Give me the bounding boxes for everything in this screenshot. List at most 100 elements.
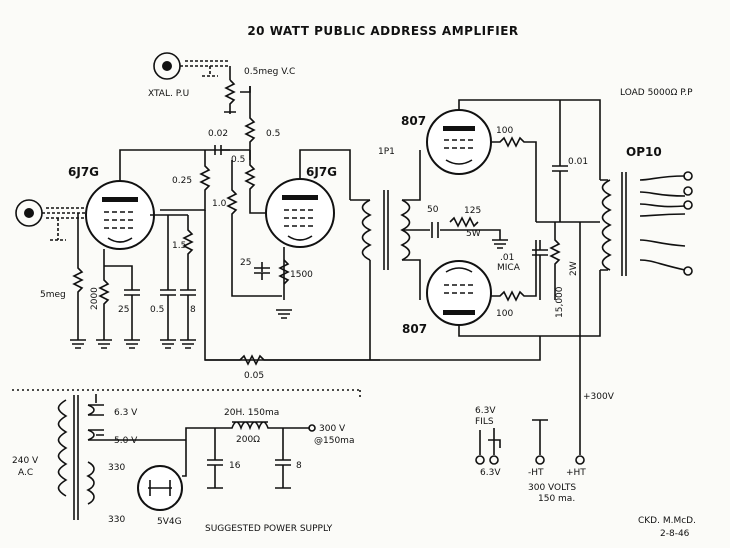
v2-grid-resistor xyxy=(226,160,282,297)
load-label: LOAD 5000Ω P.P xyxy=(620,88,693,98)
v1-cathode-cap xyxy=(104,265,140,349)
interstage-label: 1P1 xyxy=(378,147,395,157)
v2-grid-resistor-b-label: 0.5 xyxy=(231,155,245,165)
power-supply-caption: SUGGESTED POWER SUPPLY xyxy=(205,524,333,534)
rectifier-label: 5V4G xyxy=(157,517,182,527)
mica-cap xyxy=(532,221,600,300)
screen-resistor-top-label: 100 xyxy=(496,126,513,136)
coupling-cap xyxy=(214,145,250,155)
bias-resistor-watt: 5W xyxy=(466,229,481,239)
v1-label: 6J7G xyxy=(68,165,99,179)
v1-screen-resistor-label: 1.5 xyxy=(172,241,186,251)
rectifier-output xyxy=(104,427,220,477)
series-resistor-label: 0.5 xyxy=(266,129,280,139)
plus-ht-label: +HT xyxy=(566,468,586,478)
supply-output-label: 300 V xyxy=(319,424,346,434)
feedback-resistor-15000 xyxy=(549,222,561,300)
volume-control-pot xyxy=(224,66,236,114)
tube-v2 xyxy=(265,178,335,248)
v1-grid-leak-label: 5meg xyxy=(40,290,66,300)
mica-cap-label-2: MICA xyxy=(497,263,521,273)
v1-cathode-resistor xyxy=(96,249,112,349)
resistor-15000-watt: 2W xyxy=(569,261,579,276)
v1-plate-wire xyxy=(119,149,230,181)
fil-terminal-2 xyxy=(489,455,499,465)
supply-output-terminal xyxy=(308,424,316,432)
ht-current-label: 150 ma. xyxy=(538,494,575,504)
vc-wiper xyxy=(240,86,251,93)
v1-screen-resistor xyxy=(180,215,196,349)
bias-network xyxy=(420,222,508,249)
bias-cap-label: 50 xyxy=(427,205,439,215)
v2-plate-wire xyxy=(299,149,351,200)
power-transformer xyxy=(57,395,95,520)
output-transformer xyxy=(601,172,686,276)
output-wiring xyxy=(540,99,608,445)
pickup-label: XTAL. P.U xyxy=(148,89,189,99)
v2-grid-resistor-label: 1.0 xyxy=(212,199,227,209)
v2-label: 6J7G xyxy=(306,165,337,179)
out-plate-wires xyxy=(458,99,560,337)
screen-resistor-bottom-label: 100 xyxy=(496,309,513,319)
mains-label-2: A.C xyxy=(18,468,33,478)
winding-label-330b: 330 xyxy=(108,515,125,525)
speaker-terminal-1 xyxy=(683,171,693,181)
v1-screen-cap-label: 0.5 xyxy=(150,305,164,315)
terminal-leads xyxy=(479,419,581,455)
fils-label-2: FILS xyxy=(475,417,494,427)
fil-terminal-1 xyxy=(475,455,485,465)
diagram-title: 20 WATT PUBLIC ADDRESS AMPLIFIER xyxy=(247,24,518,38)
filter-cap-16-label: 16 xyxy=(229,461,241,471)
tube-807-bottom xyxy=(426,260,492,326)
v2-cathode-cap-label: 25 xyxy=(240,258,251,268)
v2-cathode-cap xyxy=(254,247,285,300)
filter-cap-8-label: 8 xyxy=(296,461,302,471)
v1-plate-resistor-label: 0.25 xyxy=(172,176,192,186)
fils-label: 6.3V xyxy=(475,406,496,416)
v1-grid-leak xyxy=(70,213,86,349)
tube-807-top xyxy=(426,109,492,175)
resistor-15000-label: 15,000 xyxy=(555,286,565,318)
minus-ht-terminal xyxy=(535,455,545,465)
hv-label: +300V xyxy=(583,392,615,402)
screen-resistors xyxy=(491,136,537,302)
supply-divider xyxy=(12,389,361,400)
drawing-date: 2-8-46 xyxy=(660,529,690,539)
interstage-wiring xyxy=(350,150,421,360)
bias-resistor xyxy=(449,216,479,228)
filter-cap-8 xyxy=(275,428,291,489)
filter-choke xyxy=(220,421,310,431)
plus-ht-terminal xyxy=(575,455,585,465)
v1-cathode-resistor-label: 2000 xyxy=(90,287,100,310)
filter-cap-16 xyxy=(207,428,223,489)
v1-plate-resistor xyxy=(160,150,211,211)
tone-cap-label: 0.01 xyxy=(568,157,588,167)
mains-label: 240 V xyxy=(12,456,39,466)
bias-resistor-label: 125 xyxy=(464,206,481,216)
choke-label: 20H. 150ma xyxy=(224,408,279,418)
v2-grid-resistor-b xyxy=(244,150,266,214)
v1-screen-cap xyxy=(150,214,188,349)
input-jack xyxy=(15,199,43,227)
tone-cap xyxy=(552,100,568,222)
speaker-terminal-3 xyxy=(683,200,693,210)
winding-label-6-3: 6.3 V xyxy=(114,408,138,418)
winding-label-5-0: 5.0 V xyxy=(114,436,138,446)
pickup-shielded-lead xyxy=(180,60,230,77)
tube-v1 xyxy=(85,180,155,250)
feedback-resistor-label: 0.05 xyxy=(244,371,264,381)
v2-cathode-resistor-label: 1500 xyxy=(290,270,313,280)
input-shielded-lead xyxy=(42,207,95,241)
coupling-cap-label: 0.02 xyxy=(208,129,228,139)
v1-cathode-cap-label: 25 xyxy=(118,305,129,315)
v2-cathode-resistor xyxy=(276,259,292,319)
ht-volts-label: 300 VOLTS xyxy=(528,483,576,493)
fils-voltage-label: 6.3V xyxy=(480,468,501,478)
mica-cap-label: .01 xyxy=(500,253,514,263)
speaker-terminal-2 xyxy=(683,186,693,196)
rectifier-tube xyxy=(137,465,183,511)
speaker-terminal-4 xyxy=(683,266,693,276)
winding-label-330a: 330 xyxy=(108,463,125,473)
out-tube-top-label: 807 xyxy=(401,114,426,128)
